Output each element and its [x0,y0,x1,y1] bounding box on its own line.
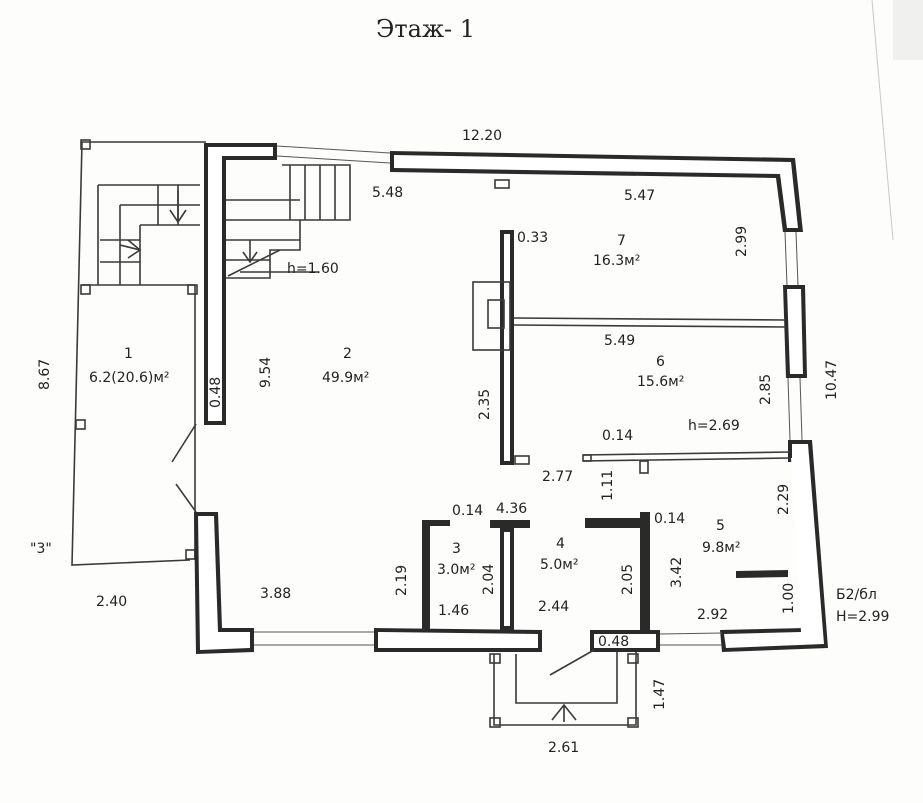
interior-partitions [422,179,791,630]
room-7-area: 16.3м² [593,253,640,269]
dim-label: 12.20 [462,128,502,144]
dim-label: 2.35 [477,389,493,420]
dim-label: 10.47 [824,360,840,400]
terrace-label: "3" [30,541,52,557]
interior-stair [226,164,351,279]
dim-label: 2.19 [394,565,410,596]
paper-edge [871,0,894,241]
room-5-number: 5 [716,518,725,534]
room-3-area: 3.0м² [437,562,475,578]
dim-label: 0.48 [598,634,629,650]
dim-label: 2.99 [734,226,750,257]
dim-label: 8.67 [37,359,53,390]
dim-label: 0.14 [654,511,685,527]
room-4-number: 4 [556,536,565,552]
dim-label: 5.49 [604,333,635,349]
room-2-area: 49.9м² [322,370,369,386]
dim-label: 1.11 [600,470,616,501]
dimension-labels: 12.20 5.48 5.47 0.33 2.99 8.67 0.48 9.54… [37,128,840,756]
dim-label: 2.44 [538,599,569,615]
room-3-number: 3 [452,541,461,557]
room-labels: 1 6.2(20.6)м² 2 49.9м² 3 3.0м² 4 5.0м² 5… [89,233,740,578]
room-1-area: 6.2(20.6)м² [89,370,170,386]
dim-label: 2.92 [697,607,728,623]
dim-label: 4.36 [496,501,527,517]
building-height: H=2.99 [836,609,889,625]
dim-label: 2.85 [758,374,774,405]
room-4-area: 5.0м² [540,557,578,573]
entrance-porch [489,652,639,728]
dim-label: 0.33 [517,230,548,246]
dim-label: 2.04 [481,564,497,595]
door-swings [171,423,595,676]
room-1-outline [71,139,206,566]
dim-label: 1.00 [781,583,797,614]
stair-height: h=1.60 [287,261,339,277]
dim-label: 1.46 [438,603,469,619]
dim-label: 5.47 [624,188,655,204]
room-2-number: 2 [343,346,352,362]
room-5-area: 9.8м² [702,540,740,556]
room-6-number: 6 [656,354,665,370]
dim-label: 2.61 [548,740,579,756]
room-1-number: 1 [124,346,133,362]
room-6-area: 15.6м² [637,374,684,390]
exterior-walls [194,143,828,654]
dim-label: 0.48 [208,377,224,408]
dim-label: 1.47 [652,679,668,710]
floor-title: Этаж- 1 [376,15,475,43]
dim-label: 5.48 [372,185,403,201]
dim-label: 2.29 [776,484,792,515]
dim-label: 2.40 [96,594,127,610]
room-7-number: 7 [617,233,626,249]
height-labels: h=1.60 h=2.69 Б2/бл H=2.99 "3" [30,261,889,625]
dim-label: 2.05 [620,564,636,595]
building-class: Б2/бл [836,587,877,603]
dim-label: 9.54 [258,357,274,388]
dim-label: 0.14 [452,503,483,519]
dim-label: 3.42 [669,557,685,588]
adjacent-sheet [893,0,923,60]
dim-label: 2.77 [542,469,573,485]
dim-label: 0.14 [602,428,633,444]
dim-label: 3.88 [260,586,291,602]
room-6-height: h=2.69 [688,418,740,434]
windows [254,145,803,646]
